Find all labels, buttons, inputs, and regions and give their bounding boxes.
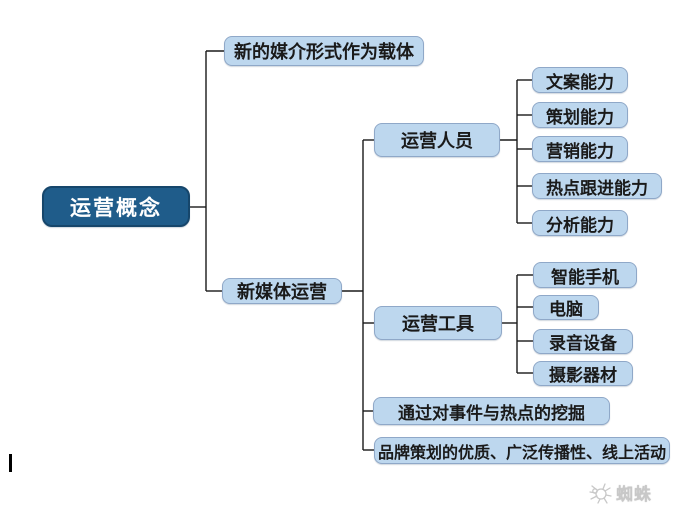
- node-copywriting-ability[interactable]: 文案能力: [532, 67, 628, 93]
- text-cursor: [9, 454, 12, 472]
- node-computer[interactable]: 电脑: [533, 295, 599, 320]
- node-operation-staff[interactable]: 运营人员: [374, 123, 500, 157]
- node-planning-ability[interactable]: 策划能力: [532, 102, 628, 128]
- watermark: 蜘蛛: [588, 480, 652, 505]
- node-new-media-operation[interactable]: 新媒体运营: [222, 278, 342, 304]
- node-analysis-ability[interactable]: 分析能力: [532, 210, 628, 236]
- node-recording-equipment[interactable]: 录音设备: [533, 329, 633, 354]
- node-brand-planning-advantages[interactable]: 品牌策划的优质、广泛传播性、线上活动: [374, 437, 670, 464]
- root-node-operation-concept[interactable]: 运营概念: [42, 186, 190, 227]
- node-smartphone[interactable]: 智能手机: [533, 262, 637, 288]
- node-photography-equipment[interactable]: 摄影器材: [533, 361, 633, 386]
- watermark-text: 蜘蛛: [616, 485, 652, 505]
- node-event-hotspot-mining[interactable]: 通过对事件与热点的挖掘: [373, 397, 610, 425]
- node-hotspot-follow-ability[interactable]: 热点跟进能力: [532, 173, 662, 199]
- node-new-media-form-carrier[interactable]: 新的媒介形式作为载体: [224, 36, 424, 66]
- node-marketing-ability[interactable]: 营销能力: [532, 136, 628, 162]
- node-operation-tools[interactable]: 运营工具: [374, 306, 502, 340]
- spider-icon: [589, 482, 612, 504]
